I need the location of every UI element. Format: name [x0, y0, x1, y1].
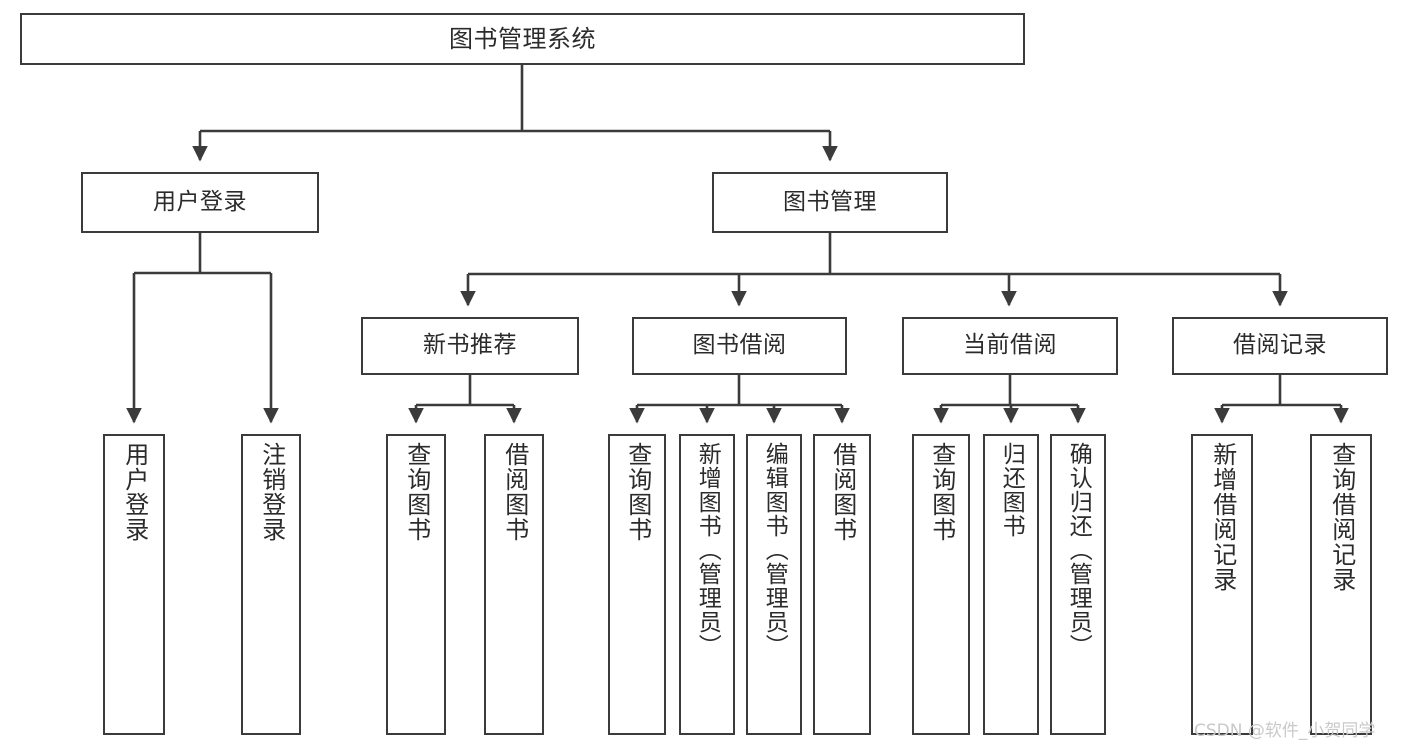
node-leaf-query-record[interactable]: 查询借阅记录 [1310, 434, 1372, 735]
node-leaf-borrow-book-2-label: 借阅图书 [828, 442, 857, 542]
node-leaf-confirm-return-label: 确认归还（管理员） [1065, 442, 1092, 658]
node-leaf-query-book-3-label: 查询图书 [927, 442, 956, 542]
node-leaf-confirm-return[interactable]: 确认归还（管理员） [1050, 434, 1106, 735]
node-new-book-recommend[interactable]: 新书推荐 [361, 317, 579, 375]
node-borrow-record[interactable]: 借阅记录 [1172, 317, 1388, 375]
node-user-login-label: 用户登录 [153, 188, 247, 215]
node-leaf-query-book-3[interactable]: 查询图书 [912, 434, 970, 735]
node-borrow-record-label: 借阅记录 [1233, 332, 1327, 359]
node-leaf-add-book[interactable]: 新增图书（管理员） [679, 434, 735, 735]
node-book-manage-label: 图书管理 [783, 188, 877, 215]
node-leaf-query-book-2[interactable]: 查询图书 [608, 434, 666, 735]
node-leaf-query-record-label: 查询借阅记录 [1327, 442, 1356, 592]
node-leaf-query-book-1[interactable]: 查询图书 [386, 434, 446, 735]
node-user-login[interactable]: 用户登录 [81, 172, 319, 233]
node-leaf-add-record-label: 新增借阅记录 [1208, 442, 1237, 592]
node-root[interactable]: 图书管理系统 [20, 13, 1025, 65]
node-book-borrow-label: 图书借阅 [692, 332, 787, 359]
node-book-manage[interactable]: 图书管理 [712, 172, 948, 233]
node-leaf-query-book-2-label: 查询图书 [623, 442, 652, 542]
node-leaf-return-book-label: 归还图书 [998, 442, 1025, 538]
node-leaf-edit-book[interactable]: 编辑图书（管理员） [746, 434, 802, 735]
node-leaf-borrow-book-1[interactable]: 借阅图书 [484, 434, 544, 735]
node-leaf-add-record[interactable]: 新增借阅记录 [1191, 434, 1253, 735]
node-leaf-return-book[interactable]: 归还图书 [983, 434, 1039, 735]
node-new-book-recommend-label: 新书推荐 [423, 332, 517, 359]
node-current-borrow[interactable]: 当前借阅 [902, 317, 1118, 375]
node-current-borrow-label: 当前借阅 [963, 332, 1057, 359]
node-root-label: 图书管理系统 [449, 24, 596, 53]
node-leaf-borrow-book-1-label: 借阅图书 [500, 442, 529, 542]
node-book-borrow[interactable]: 图书借阅 [632, 317, 847, 375]
node-leaf-borrow-book-2[interactable]: 借阅图书 [813, 434, 871, 735]
node-leaf-user-login-label: 用户登录 [120, 442, 149, 542]
node-leaf-logout-label: 注销登录 [257, 442, 286, 542]
node-leaf-query-book-1-label: 查询图书 [402, 442, 431, 542]
node-leaf-user-login[interactable]: 用户登录 [103, 434, 165, 735]
watermark: CSDN @软件_小贺同学 [1194, 721, 1376, 741]
node-leaf-edit-book-label: 编辑图书（管理员） [761, 442, 788, 658]
node-leaf-logout[interactable]: 注销登录 [241, 434, 301, 735]
node-leaf-add-book-label: 新增图书（管理员） [694, 442, 721, 658]
